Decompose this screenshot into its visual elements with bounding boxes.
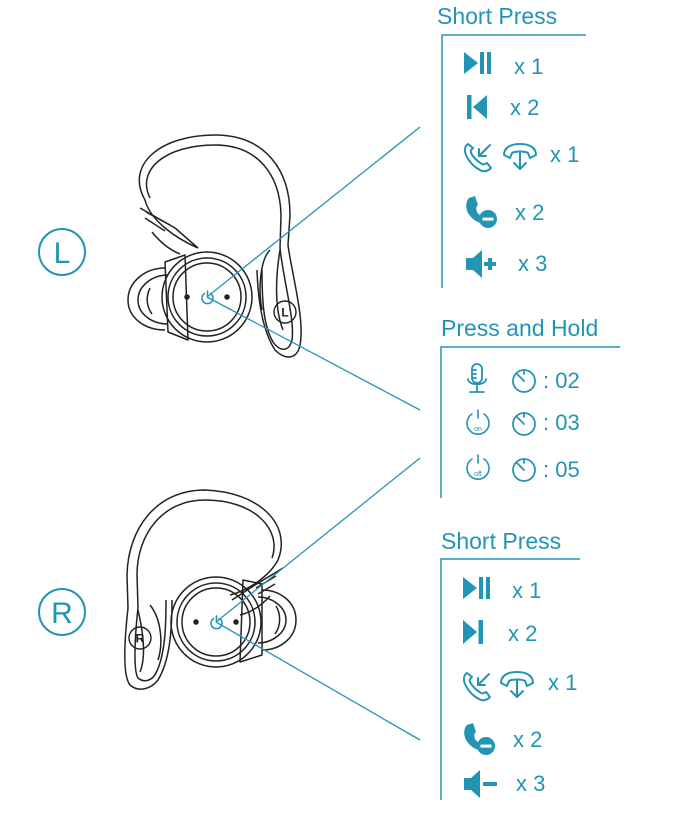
svg-text:off: off [474, 471, 482, 478]
hang-up-icon [503, 143, 537, 170]
right-earbud-illustration [124, 489, 297, 690]
answer-call-icon [462, 672, 491, 702]
leader-right-press-hold [215, 457, 421, 623]
right-short-press-panel: Short Press x 1 x 2 x 1 x 2 x 3 [440, 528, 580, 800]
voice-assistant-icon [467, 363, 487, 393]
timer-icon [512, 369, 536, 393]
left-short-press-frame [441, 34, 586, 288]
right-side-letter: R [51, 597, 73, 630]
press-and-hold-panel: Press and Hold : 02 on : 03 off : 05 [440, 315, 620, 498]
volume-up-icon [466, 250, 496, 278]
answer-call-icon [463, 143, 492, 173]
svg-text:on: on [474, 426, 482, 433]
left-row4-count: x 2 [515, 200, 544, 225]
left-row5-count: x 3 [518, 251, 547, 276]
left-side-indicator: L [38, 228, 86, 276]
right-row3-count: x 1 [548, 670, 577, 695]
right-side-indicator: R [38, 588, 86, 636]
press-and-hold-frame [440, 346, 620, 498]
right-badge-letter: R [136, 632, 145, 646]
hold-row3-time: : 05 [543, 457, 580, 482]
right-row5-count: x 3 [516, 771, 545, 796]
power-off-icon: off [466, 454, 490, 481]
reject-call-icon [464, 723, 495, 755]
left-row3-count: x 1 [550, 142, 579, 167]
right-short-press-title: Short Press [441, 528, 561, 554]
volume-down-icon [464, 770, 497, 798]
right-row2-count: x 2 [508, 621, 537, 646]
reject-call-icon [466, 196, 497, 228]
next-track-icon [463, 620, 483, 644]
hang-up-icon [500, 671, 534, 698]
timer-icon [512, 412, 536, 436]
right-row4-count: x 2 [513, 727, 542, 752]
left-earbud-illustration [127, 134, 302, 358]
right-power-button-icon [210, 615, 223, 630]
leader-lines [206, 126, 421, 741]
left-short-press-title: Short Press [437, 3, 557, 29]
play-pause-icon [464, 52, 491, 74]
previous-track-icon [467, 95, 487, 119]
hold-row1-time: : 02 [543, 368, 580, 393]
left-badge-letter: L [281, 306, 288, 320]
left-power-button-icon [201, 290, 214, 305]
right-row1-count: x 1 [512, 578, 541, 603]
right-short-press-frame [440, 558, 580, 800]
leader-left-press-hold [206, 296, 421, 411]
left-short-press-panel: Short Press x 1 x 2 x 1 x 2 x 3 [437, 3, 586, 288]
hold-row2-time: : 03 [543, 410, 580, 435]
timer-icon [512, 458, 536, 482]
leader-right-short-press [215, 621, 421, 741]
leader-left-short-press [206, 126, 421, 298]
left-row2-count: x 2 [510, 95, 539, 120]
press-and-hold-title: Press and Hold [441, 315, 598, 341]
power-on-icon: on [466, 409, 490, 436]
left-side-letter: L [54, 237, 71, 270]
play-pause-icon [463, 577, 490, 599]
left-row1-count: x 1 [514, 54, 543, 79]
